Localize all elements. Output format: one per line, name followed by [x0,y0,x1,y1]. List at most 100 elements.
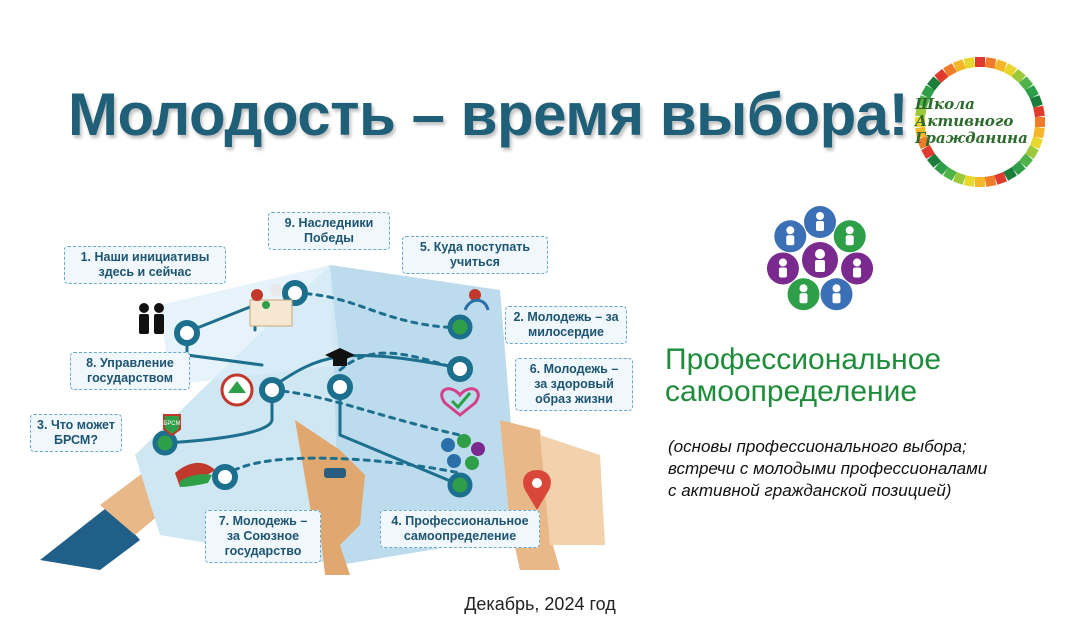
logo-line-3: Гражданина [915,129,1028,147]
person-head [786,226,795,235]
logo-ring-segment [963,175,976,187]
logo-ring-segment [921,145,935,159]
logo-line-2: Активного [915,112,1014,130]
route-node-9[interactable] [282,280,308,306]
subheading-line-2: самоопределение [665,375,918,408]
team-icon [441,434,485,470]
logo-ring-segment [963,57,976,69]
heart-icon [440,387,480,417]
logo-ring-segment [994,171,1007,185]
callout-4: 4. Профессиональное самоопределение [380,510,540,548]
person-body [778,267,787,278]
charity-icon [463,289,490,311]
callout-7: 7. Молодежь – за Союзное государство [205,510,321,563]
graduation-cap-icon [325,348,355,366]
logo-ring-segment [1025,145,1039,159]
brsm-badge-text: БРСМ [163,421,180,427]
logo-ring-segment [1029,95,1043,108]
brsm-badge: БРСМ [163,414,181,437]
person-body [853,267,862,278]
person-head [832,284,841,293]
callout-5: 5. Куда поступать учиться [402,236,548,274]
logo-ring-segment [1029,136,1043,149]
person-head [845,226,854,235]
person-body [816,221,824,231]
emblem-icon [220,373,254,407]
logo-ring-segment [915,105,927,118]
slide-date: Декабрь, 2024 год [464,594,616,614]
section-note: (основы профессионального выбора; встреч… [668,436,987,502]
map-panel-right [330,265,520,565]
school-logo [915,57,1045,187]
watch [324,468,346,478]
logo-ring-segment [953,171,966,185]
person-body [799,293,808,304]
logo-ring-segment [1035,117,1045,127]
route-node-2[interactable] [447,314,473,340]
logo-ring-segment [926,76,942,91]
person-body [845,235,854,246]
callout-6: 6. Молодежь – за здоровый образ жизни [515,358,633,411]
people-icon [139,303,164,334]
person-body [815,260,825,272]
person-head [778,258,787,267]
logo-ring-segment [1033,126,1045,139]
logo-ring-segment [1025,85,1039,99]
logo-ring-segment [917,95,931,108]
logo-ring-segment [953,59,966,73]
person-head [815,249,825,259]
note-line-1: (основы профессионального выбора; [668,437,967,456]
callout-9: 9. Наследники Победы [268,212,390,250]
logo-ring-segment [1011,160,1026,176]
person-head [816,212,824,220]
route-node-4[interactable] [447,472,473,498]
subheading-line-1: Профессиональное [665,343,942,376]
route-node-3[interactable] [152,430,178,456]
callout-8: 8. Управление государством [70,352,190,390]
logo-ring-segment [984,57,997,69]
logo-ring-segment [994,59,1007,73]
logo-ring-segment [1003,63,1017,77]
flag-icon [175,462,215,487]
pointing-arm [320,530,350,575]
route-node-8[interactable] [259,377,285,403]
route-map-illustration: БРСМ [40,265,605,575]
logo-ring-segment [921,85,935,99]
route-node-5[interactable] [327,374,353,400]
logo-ring-segment [1003,167,1017,181]
person-head [853,258,862,267]
map-pin-icon [523,470,551,510]
logo-ring-segment [943,167,957,181]
logo-ring-segment [943,63,957,77]
logo-ring-segment [975,57,985,67]
logo-ring-segment [1033,105,1045,118]
section-subheading: Профессиональное самоопределение [665,344,941,408]
person-body [832,293,841,304]
logo-ring-segment [1018,76,1034,91]
logo-ring-segment [917,136,931,149]
logo-ring-segment [975,177,985,187]
logo-ring-segment [984,175,997,187]
left-sleeve [40,505,140,570]
flowers-icon [249,284,293,327]
callout-1: 1. Наши инициативы здесь и сейчас [64,246,226,284]
logo-ring-segment [926,153,942,168]
callout-2: 2. Молодежь – за милосердие [505,306,627,344]
people-cluster-icon [766,206,874,311]
route-node-7[interactable] [212,464,238,490]
logo-line-1: Школа [915,95,975,113]
logo-ring-segment [934,160,949,176]
logo-ring-segment [1018,153,1034,168]
logo-text: Школа Активного Гражданина [915,96,1035,147]
note-line-2: встречи с молодыми профессионалами [668,459,988,478]
logo-ring-segment [934,68,949,84]
logo-ring-segment [1011,68,1026,84]
page-title: Молодость – время выбора! [68,81,909,148]
note-line-3: с активной гражданской позицией) [668,481,952,500]
person-head [799,284,808,293]
right-ruler [540,435,605,545]
person-body [786,235,795,246]
route-node-6[interactable] [447,356,473,382]
route-node-1[interactable] [174,320,200,346]
logo-ring-segment [915,117,925,127]
